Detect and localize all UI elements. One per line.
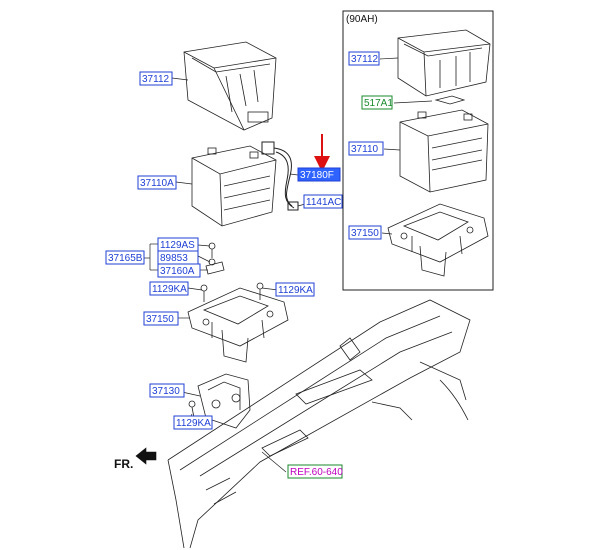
battery-label: 37110A xyxy=(140,178,174,189)
inset-title: (90AH) xyxy=(346,14,378,25)
bracket-drawing xyxy=(187,287,289,363)
clamp-label: 37160A xyxy=(160,266,195,277)
inset-labels: 37112 517A1 37110 37150 xyxy=(348,51,393,240)
clamp-assy-label: 37165B xyxy=(108,253,143,264)
bolt-1129as-label: 1129AS xyxy=(160,240,195,251)
bolt-left-label: 1129KA xyxy=(152,284,187,295)
inset-bracket-drawing xyxy=(387,203,489,277)
inset-battery-drawing xyxy=(399,109,489,193)
frame-rail-drawing xyxy=(167,299,471,549)
mount-label: 37130 xyxy=(152,386,180,397)
cable-drawing xyxy=(261,141,299,211)
inset-bracket-label: 37150 xyxy=(351,228,379,239)
inset-tray-label: 37112 xyxy=(351,54,379,65)
inset-insulator-label: 517A1 xyxy=(364,98,393,109)
battery-drawing xyxy=(191,145,277,227)
bolt-right-label: 1129KA xyxy=(278,285,313,296)
cable-label: 37180F xyxy=(300,170,334,181)
inset-battery-label: 37110 xyxy=(351,144,379,155)
bolt-bottom-label: 1129KA xyxy=(176,418,211,429)
tray-drawing xyxy=(183,41,277,131)
bracket-label: 37150 xyxy=(146,314,174,325)
inset-leaders xyxy=(379,57,401,235)
tray-label: 37112 xyxy=(142,74,170,85)
reference-label: REF.60-640 xyxy=(290,467,343,478)
cable-bolt-label: 1141AC xyxy=(306,197,341,208)
inset-insulator-drawing xyxy=(393,95,466,105)
front-direction-label: FR. xyxy=(114,457,133,471)
front-direction-icon xyxy=(135,447,157,465)
inset-frame xyxy=(342,10,494,291)
main-labels: 37112 37110A 37180F 1141AC 1129AS 89853 … xyxy=(105,71,343,479)
inset-tray-drawing xyxy=(397,29,491,97)
bolt-89853-label: 89853 xyxy=(160,253,188,264)
